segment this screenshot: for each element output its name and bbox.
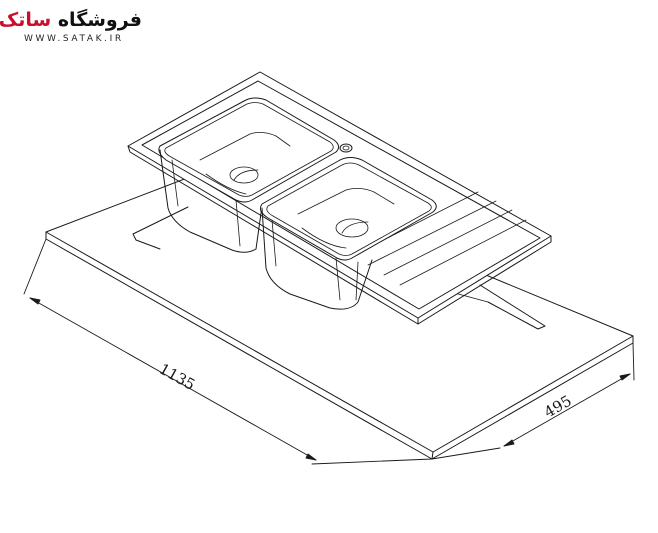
logo-persian-accent: ساتک <box>0 9 52 31</box>
logo-persian-text: فروشگاه ساتک <box>0 8 142 32</box>
tap-hole <box>339 143 353 153</box>
sink-bowl-right <box>260 157 437 310</box>
logo-persian-main: فروشگاه <box>57 9 142 31</box>
dimension-length-label: 1135 <box>156 360 198 394</box>
dimension-width-label: 495 <box>541 392 575 422</box>
satak-logo-icon: فروشگاه ساتک WWW.SATAK.IR <box>0 8 146 50</box>
logo-website-text: WWW.SATAK.IR <box>24 34 124 44</box>
dimension-width <box>431 342 635 460</box>
dimension-length <box>23 238 433 465</box>
sink-bowl-left <box>158 97 340 253</box>
